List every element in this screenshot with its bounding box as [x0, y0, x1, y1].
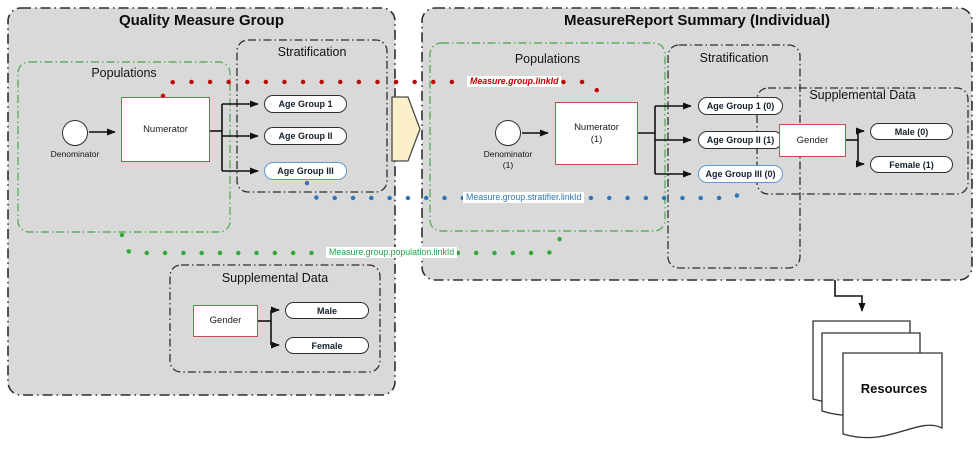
left-populations-label: Populations [91, 66, 157, 80]
right-supplemental-container [756, 87, 969, 195]
group-linkid-dotted-line [160, 79, 600, 102]
left-stratification-container [236, 39, 388, 193]
resources-label: Resources [860, 381, 928, 396]
right-populations-label: Populations [514, 52, 581, 66]
left-gender-label: Gender [209, 315, 242, 326]
right-denominator-text: Denominator [483, 149, 533, 159]
left-age-group-1: Age Group 1 [264, 95, 347, 113]
right-age-group-3: Age Group III (0) [698, 165, 783, 183]
left-populations-container [17, 61, 231, 233]
right-supplemental-label: Supplemental Data [809, 88, 916, 102]
left-stratification-label: Stratification [277, 45, 347, 59]
right-panel-title: MeasureReport Summary (Individual) [564, 12, 830, 29]
population-linkid-label: Measure.group.population.linkId [326, 247, 458, 258]
right-populations-container [429, 42, 666, 232]
stratifier-linkid-label: Measure.group.stratifier.linkId [463, 192, 585, 203]
right-denominator-count: (1) [502, 160, 514, 170]
left-numerator-label: Numerator [143, 123, 188, 135]
left-age-group-3: Age Group III [264, 162, 347, 180]
group-linkid-label: Measure.group.linkId [467, 76, 562, 87]
right-age-group-1: Age Group 1 (0) [698, 97, 783, 115]
left-female-pill: Female [285, 337, 369, 354]
right-gender-label: Gender [796, 134, 829, 146]
left-panel-title: Quality Measure Group [118, 12, 285, 29]
left-supplemental-container [169, 264, 381, 373]
flow-arrow-icon [391, 96, 421, 162]
left-connectors [89, 100, 280, 349]
left-denominator-label: Denominator [50, 149, 100, 159]
resources-stack-icon [812, 320, 943, 439]
right-connectors [522, 102, 866, 312]
left-numerator-box: Numerator [121, 97, 210, 162]
right-gender-box: Gender [779, 124, 846, 157]
right-male-pill: Male (0) [870, 123, 953, 140]
left-gender-box: Gender [193, 305, 258, 337]
right-denominator-circle [495, 120, 521, 146]
right-stratification-label: Stratification [699, 51, 769, 65]
right-numerator-box: Numerator (1) [555, 102, 638, 165]
right-numerator-count: (1) [590, 133, 603, 145]
right-age-group-2: Age Group II (1) [698, 131, 783, 149]
right-denominator-label: Denominator (1) [468, 149, 548, 171]
right-female-pill: Female (1) [870, 156, 953, 173]
left-age-group-2: Age Group II [264, 127, 347, 145]
left-denominator-circle [62, 120, 88, 146]
left-male-pill: Male [285, 302, 369, 319]
right-numerator-label: Numerator [574, 121, 619, 133]
left-supplemental-label: Supplemental Data [221, 271, 329, 285]
